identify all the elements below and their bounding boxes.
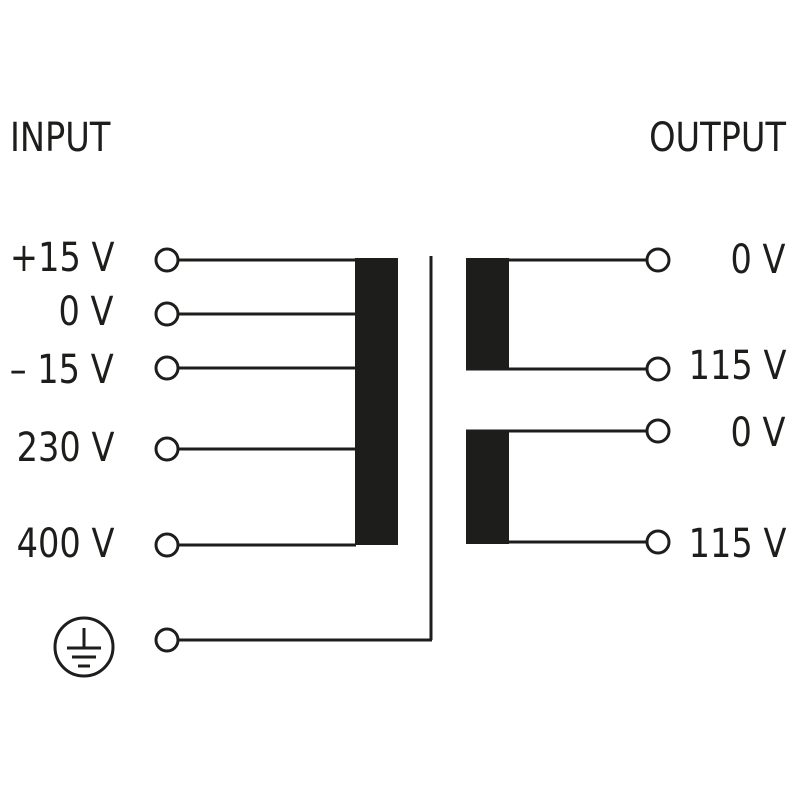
input-terminal-label-plus15v: +15 V	[9, 235, 114, 281]
secondary-winding-2	[466, 430, 509, 544]
input-terminal-plus15v	[154, 247, 180, 273]
secondary-winding-1	[466, 258, 509, 370]
input-terminal-label-230v: 230 V	[16, 425, 114, 471]
output-terminal-0v-1	[645, 247, 671, 273]
input-terminal-label-400v: 400 V	[16, 521, 114, 567]
input-terminal-230v	[154, 436, 180, 462]
input-terminal-minus15v	[154, 355, 180, 381]
input-terminal-0v	[154, 301, 180, 327]
output-title: OUTPUT	[649, 115, 786, 161]
input-terminal-label-minus15v: – 15 V	[10, 347, 114, 393]
output-terminal-0v-2	[645, 418, 671, 444]
input-title: INPUT	[10, 115, 111, 161]
primary-winding	[355, 258, 398, 545]
output-terminal-label-0v-2: 0 V	[730, 410, 786, 456]
output-terminal-115v-1	[645, 356, 671, 382]
output-terminal-label-115v-1: 115 V	[688, 343, 786, 389]
input-terminal-label-0v: 0 V	[58, 289, 114, 335]
earth-terminal	[154, 627, 180, 653]
protective-earth-icon	[53, 616, 115, 678]
output-terminal-115v-2	[645, 529, 671, 555]
input-terminal-400v	[154, 532, 180, 558]
output-terminal-label-0v-1: 0 V	[730, 237, 786, 283]
output-terminal-label-115v-2: 115 V	[688, 521, 786, 567]
